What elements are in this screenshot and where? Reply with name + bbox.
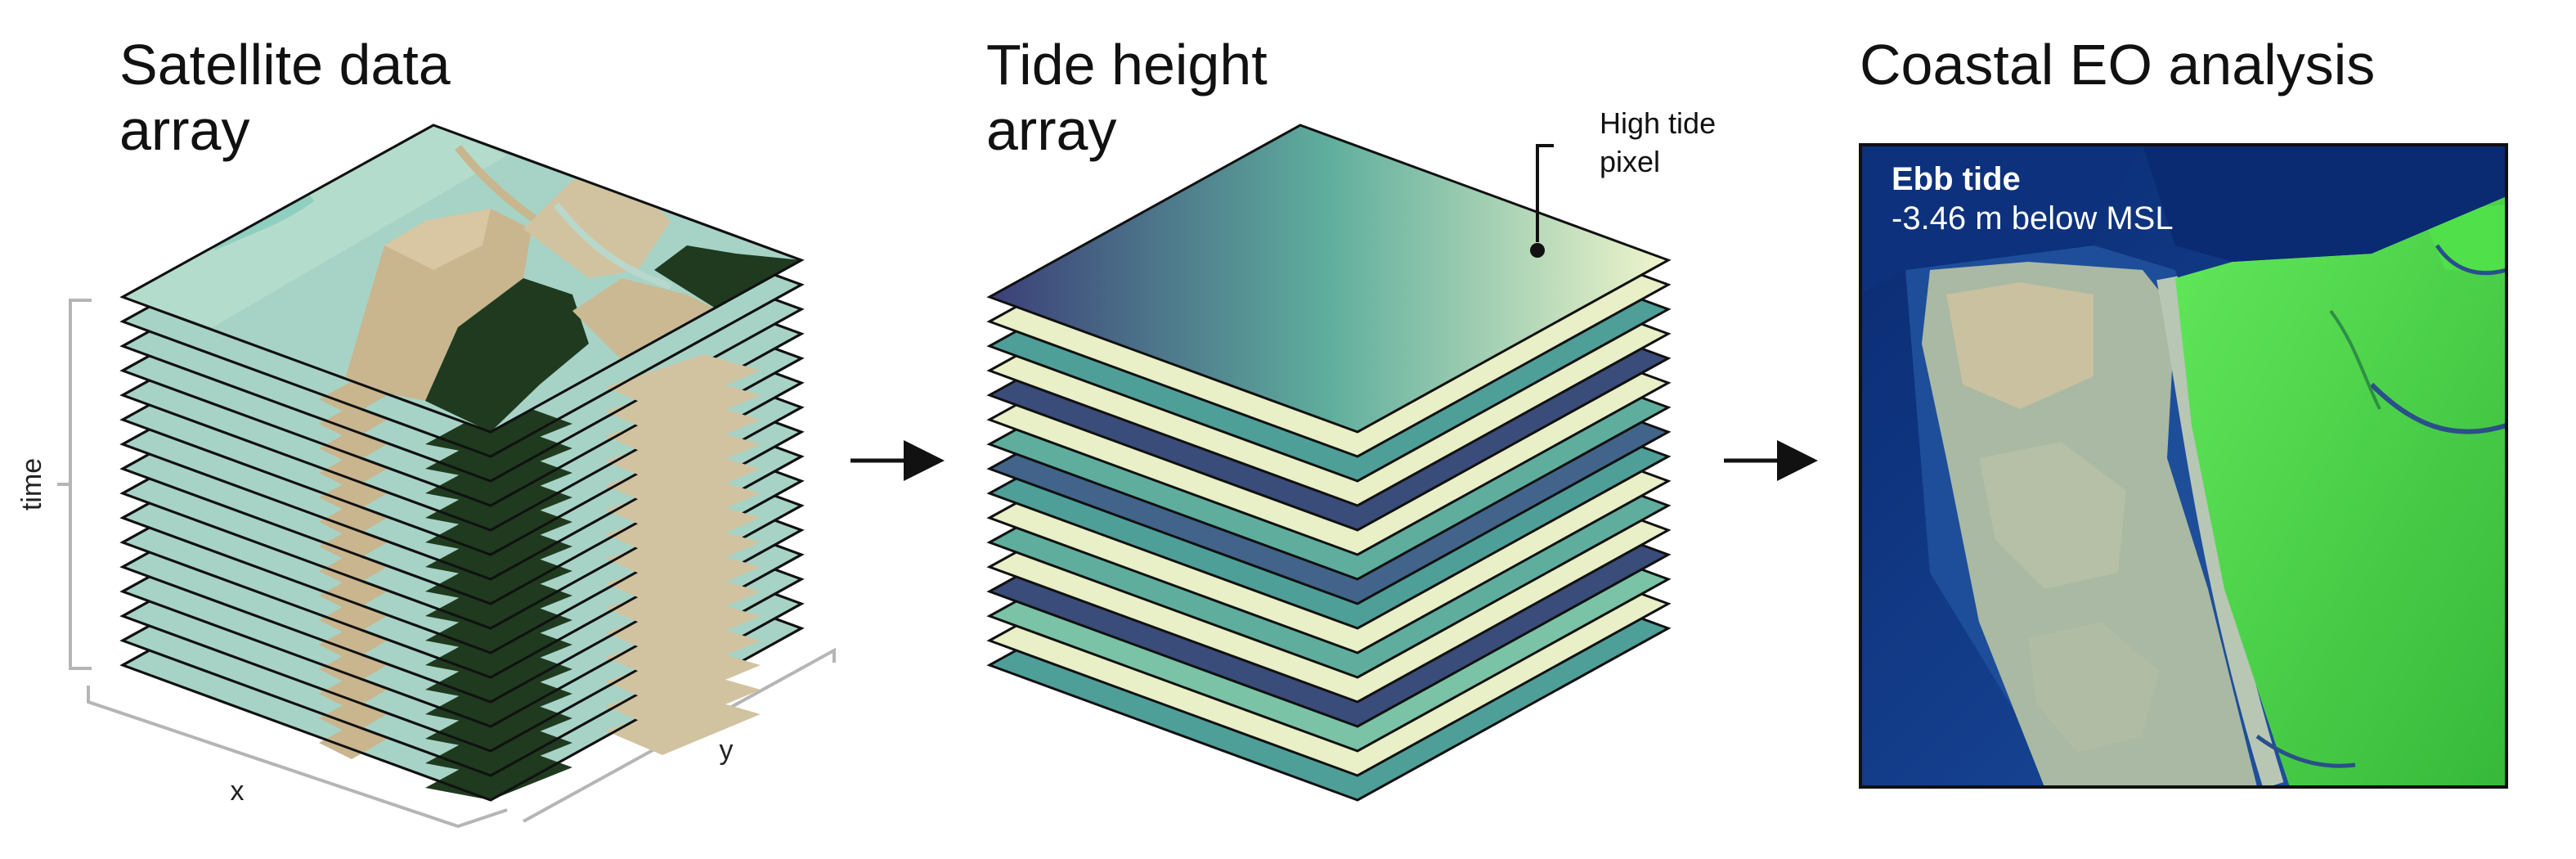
x-axis-frame <box>87 686 508 829</box>
tide-panel: Tide height array High tide pixel <box>986 33 1716 802</box>
satellite-title-line1: Satellite data <box>119 33 451 97</box>
annotation-line2: pixel <box>1600 145 1660 178</box>
time-axis-bracket <box>69 299 92 670</box>
coastal-label-sub: -3.46 m below MSL <box>1892 200 2174 236</box>
coastal-title: Coastal EO analysis <box>1860 33 2375 97</box>
axis-label-y: y <box>720 735 734 766</box>
coastal-label-bold: Ebb tide <box>1892 161 2021 197</box>
annotation-leader-line <box>1536 144 1554 242</box>
high-tide-pixel-marker <box>1530 243 1545 258</box>
satellite-top-layer <box>119 124 805 434</box>
tide-top-layer <box>986 124 1672 434</box>
coastal-panel: Coastal EO analysis Ebb tide <box>1859 33 2508 789</box>
axis-label-time: time <box>16 458 47 510</box>
satellite-panel: Satellite data array time x y <box>16 33 836 829</box>
coastal-image <box>1859 143 2508 789</box>
satellite-title-line2: array <box>119 98 249 162</box>
y-axis-frame <box>523 647 836 823</box>
tide-title-line2: array <box>986 98 1116 162</box>
annotation-line1: High tide <box>1600 106 1716 140</box>
tide-title-line1: Tide height <box>986 33 1268 97</box>
axis-label-x: x <box>231 776 245 807</box>
